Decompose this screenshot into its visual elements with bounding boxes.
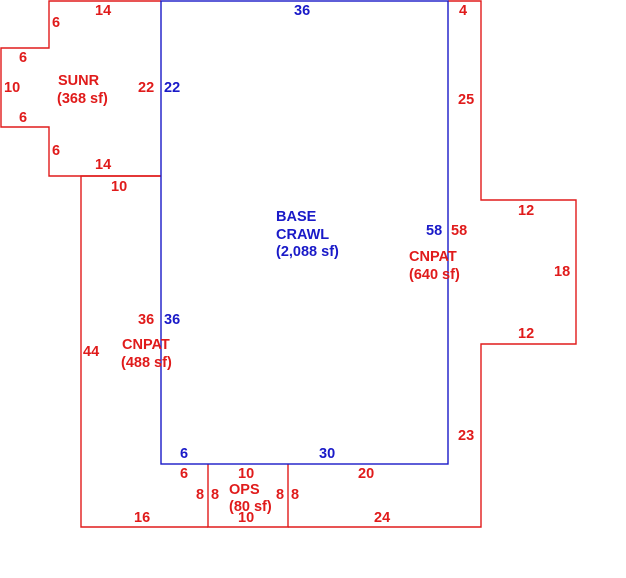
dim-left-canopy-bottom: 16 [134, 510, 150, 526]
dim-right-lower: 23 [458, 428, 474, 444]
porch-area: (80 sf) [229, 499, 272, 515]
base-crawl-name-1: BASE [276, 209, 317, 225]
dim-base-top: 36 [294, 3, 310, 19]
dim-sunr-top: 14 [95, 3, 111, 19]
dim-porch-right-outer: 8 [291, 487, 299, 503]
base-crawl-area: (2,088 sf) [276, 244, 339, 260]
dim-sunr-upper-jog: 6 [19, 50, 27, 66]
dim-left-canopy-base: 36 [138, 312, 154, 328]
dim-porch-left-outer: 8 [196, 487, 204, 503]
right-canopy-outline [288, 0, 577, 528]
dim-right-top-bump: 12 [518, 203, 534, 219]
base-crawl-outline [160, 0, 449, 465]
dim-base-left: 22 [164, 80, 180, 96]
base-crawl-name-2: CRAWL [276, 227, 329, 243]
dim-right-canopy-base: 58 [451, 223, 467, 239]
porch-name: OPS [229, 482, 260, 498]
dim-sunr-bottom: 14 [95, 157, 111, 173]
dim-right-bottom-bump: 12 [518, 326, 534, 342]
dim-porch-bottom: 10 [238, 510, 254, 526]
dim-base-right: 58 [426, 223, 442, 239]
dim-top-right-gap: 4 [459, 3, 467, 19]
left-canopy-outline [80, 175, 208, 528]
dim-bottom-middle: 20 [358, 466, 374, 482]
dim-sunr-lower-jog: 6 [19, 110, 27, 126]
right-canopy-name: CNPAT [409, 249, 457, 265]
dim-porch-top-left: 6 [180, 466, 188, 482]
dim-porch-right-inner: 8 [276, 487, 284, 503]
dim-base-left-lower: 36 [164, 312, 180, 328]
dim-sunr-right: 22 [138, 80, 154, 96]
porch-outline [207, 464, 289, 528]
dim-porch-left-inner: 8 [211, 487, 219, 503]
left-canopy-area: (488 sf) [121, 355, 172, 371]
right-canopy-area: (640 sf) [409, 267, 460, 283]
left-canopy-name: CNPAT [122, 337, 170, 353]
dim-sunr-side: 10 [4, 80, 20, 96]
dim-left-canopy-top: 10 [111, 179, 127, 195]
dim-bottom-right: 24 [374, 510, 390, 526]
dim-sunr-top-notch: 6 [52, 15, 60, 31]
dim-porch-top: 10 [238, 466, 254, 482]
dim-sunr-bottom-notch: 6 [52, 143, 60, 159]
dim-base-bottom-left: 6 [180, 446, 188, 462]
sunroom-outline [0, 0, 161, 177]
sunroom-name: SUNR [58, 73, 100, 89]
dim-left-canopy-side: 44 [83, 344, 99, 360]
dim-right-upper: 25 [458, 92, 474, 108]
sunroom-area: (368 sf) [57, 91, 108, 107]
dim-base-bottom-right: 30 [319, 446, 335, 462]
dim-right-bump-side: 18 [554, 264, 570, 280]
